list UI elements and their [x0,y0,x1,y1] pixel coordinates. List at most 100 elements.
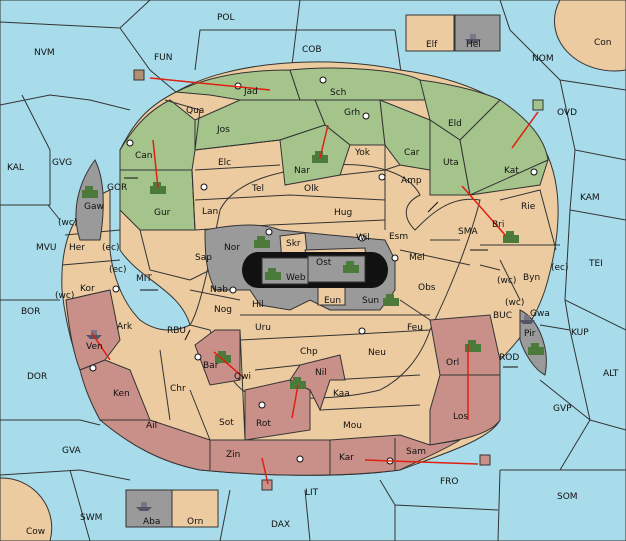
land-label-qwi[interactable]: Qwi [234,372,251,382]
land-label-nog[interactable]: Nog [214,305,232,315]
sea-label-swm[interactable]: SWM [80,513,102,523]
sea-label-gor[interactable]: GOR [107,183,127,193]
land-label-eun[interactable]: Eun [324,296,341,306]
region-sch[interactable] [289,67,431,101]
region-gaw[interactable] [75,159,104,241]
region-uta[interactable] [429,119,471,196]
army-unit[interactable] [82,186,98,198]
land-label-orl[interactable]: Orl [446,358,459,368]
sea-label-fun[interactable]: FUN [154,53,173,63]
land-label-sam[interactable]: Sam [406,447,426,457]
land-label-bri[interactable]: Bri [492,220,504,230]
fleet-unit[interactable] [136,502,152,511]
land-label-skr[interactable]: Skr [286,239,301,249]
sea-label-gva[interactable]: GVA [62,446,82,456]
sea-label-dax[interactable]: DAX [271,520,290,530]
sea-label-fro[interactable]: FRO [440,477,459,487]
land-label-hel[interactable]: Hel [466,40,481,50]
land-label-nar[interactable]: Nar [294,166,310,176]
sea-label-cob[interactable]: COB [302,45,322,55]
sea-label-cow[interactable]: Cow [26,527,45,537]
land-label-chr[interactable]: Chr [170,384,186,394]
sea-label-gvp[interactable]: GVP [553,404,572,414]
land-label-kat[interactable]: Kat [504,166,519,176]
sea-label-mvu[interactable]: MVU [36,243,57,253]
land-label-elc[interactable]: Elc [218,158,231,168]
land-label-ost[interactable]: Ost [316,258,332,268]
land-label-kaa[interactable]: Kaa [333,389,350,399]
land-label-can[interactable]: Can [135,151,153,161]
sea-label-mit[interactable]: MIT [136,274,152,284]
sea-label-rbu[interactable]: RBU [167,326,186,336]
land-label-sun[interactable]: Sun [362,296,379,306]
land-label-jad[interactable]: Jad [243,87,258,97]
land-label-tel[interactable]: Tel [251,184,264,194]
sea-label-buc[interactable]: BUC [493,311,512,321]
army-unit[interactable] [312,151,328,163]
region-pir[interactable] [519,309,547,376]
land-label-gaw[interactable]: Gaw [84,202,104,212]
region-orn[interactable] [171,489,219,528]
sea-label-pol[interactable]: POL [217,13,235,23]
land-label-chp[interactable]: Chp [300,347,318,357]
land-label-ail[interactable]: Ail [146,421,157,431]
land-label-feu[interactable]: Feu [407,323,423,333]
land-label-ark[interactable]: Ark [117,322,133,332]
land-label-nil[interactable]: Nil [315,368,327,378]
region-car[interactable] [379,99,431,171]
region-hel[interactable] [454,14,501,52]
land-label-rot[interactable]: Rot [256,419,271,429]
land-label-los[interactable]: Los [453,412,468,422]
land-label-amp[interactable]: Amp [401,176,422,186]
army-unit[interactable] [383,294,399,306]
army-unit[interactable] [343,261,359,273]
region-rot[interactable] [244,379,311,441]
fleet-unit[interactable] [519,315,535,324]
land-label-eld[interactable]: Eld [448,119,462,129]
sea-label-lit[interactable]: LIT [305,488,319,498]
army-unit[interactable] [254,236,270,248]
land-label-rie[interactable]: Rie [521,202,536,212]
land-label-pir[interactable]: Pir [524,329,536,339]
land-label-sap[interactable]: Sap [195,253,212,263]
region-gur[interactable] [119,169,196,231]
region-ken[interactable] [79,359,151,421]
land-label-bar[interactable]: Bar [203,361,219,371]
land-label-orn[interactable]: Orn [187,517,203,527]
army-unit[interactable] [265,268,281,280]
land-label-olk[interactable]: Olk [304,184,320,194]
sea-label-kam[interactable]: KAM [580,193,600,203]
sea-label-kup[interactable]: KUP [571,328,589,338]
fleet-unit[interactable] [479,454,491,466]
land-label-nab[interactable]: Nab [210,285,228,295]
land-label-zin[interactable]: Zin [226,450,240,460]
land-label-qua[interactable]: Qua [186,106,204,116]
land-label-neu[interactable]: Neu [368,348,386,358]
region-south-strip[interactable] [98,419,461,476]
land-label-jos[interactable]: Jos [216,125,230,135]
land-label-sch[interactable]: Sch [330,88,346,98]
land-label-gwa[interactable]: Gwa [530,309,550,319]
region-can[interactable] [119,99,196,171]
army-unit[interactable] [503,231,519,243]
land-label-kor[interactable]: Kor [80,284,95,294]
army-unit[interactable] [528,343,544,355]
region-elf[interactable] [405,14,455,52]
land-label-her[interactable]: Her [69,243,85,253]
land-label-sot[interactable]: Sot [219,418,234,428]
sea-label-sma[interactable]: SMA [458,227,478,237]
land-label-aba[interactable]: Aba [143,517,160,527]
army-unit[interactable] [465,340,481,352]
land-label-obs[interactable]: Obs [418,283,436,293]
land-label-nor[interactable]: Nor [224,243,240,253]
land-label-ken[interactable]: Ken [113,389,130,399]
region-kat[interactable] [459,99,549,196]
land-label-lan[interactable]: Lan [202,207,218,217]
fleet-unit[interactable] [532,99,544,111]
land-label-uta[interactable]: Uta [443,158,459,168]
land-label-hil[interactable]: Hil [252,300,264,310]
land-label-byn[interactable]: Byn [523,273,540,283]
sea-label-tei[interactable]: TEI [588,259,603,269]
sea-label-rod[interactable]: ROD [499,353,519,363]
